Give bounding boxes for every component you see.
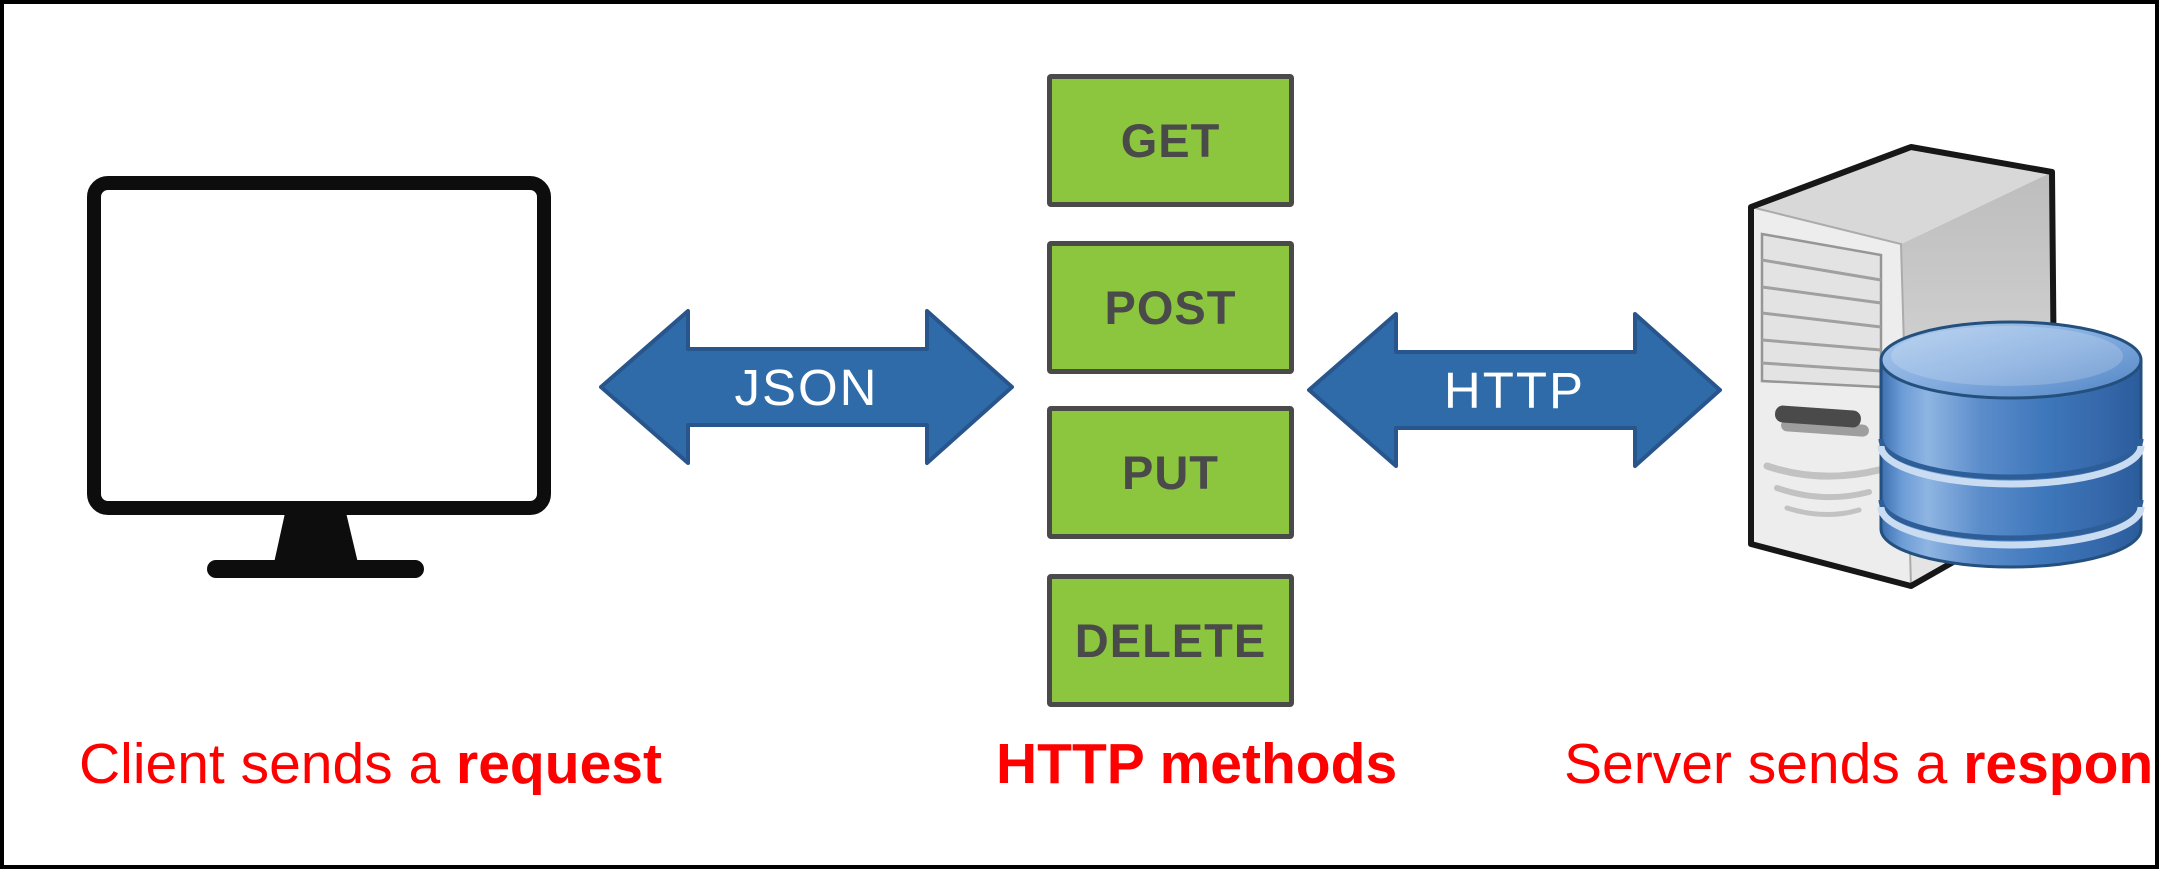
client-caption-prefix: Client sends a: [79, 732, 457, 796]
json-arrow-label: JSON: [734, 358, 879, 416]
double-arrow-icon: [1307, 312, 1722, 468]
http-arrow-label: HTTP: [1443, 361, 1586, 419]
json-arrow: JSON: [599, 307, 1014, 467]
server-caption-bold: response: [1963, 732, 2155, 796]
method-box-get: GET: [1047, 74, 1294, 207]
server-caption-prefix: Server sends a: [1564, 732, 1964, 796]
server-caption: Server sends a response: [1564, 732, 2155, 798]
method-box-put: PUT: [1047, 406, 1294, 539]
client-caption: Client sends a request: [79, 732, 662, 798]
method-box-delete: DELETE: [1047, 574, 1294, 707]
monitor-icon: [87, 176, 551, 578]
double-arrow-icon: [599, 309, 1014, 465]
center-caption: HTTP methods: [996, 732, 1398, 796]
method-box-post: POST: [1047, 241, 1294, 374]
http-arrow: HTTP: [1307, 310, 1722, 470]
server-database-icon: [1748, 144, 2145, 589]
client-caption-bold: request: [456, 732, 662, 796]
